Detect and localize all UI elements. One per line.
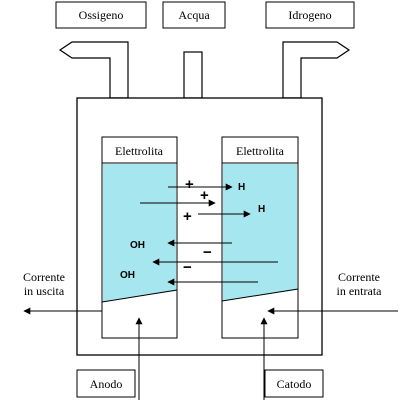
ossigeno-label: Ossigeno — [79, 8, 124, 22]
plus-sign-3: + — [183, 208, 192, 225]
elettrolita-left-label: Elettrolita — [115, 144, 164, 158]
oh-ion-1: OH — [130, 240, 145, 251]
cathode-column: Elettrolita — [221, 136, 299, 339]
electrolyte-left — [103, 164, 176, 302]
oh-ion-2: OH — [120, 270, 135, 281]
oxygen-outlet-arrow — [58, 41, 129, 99]
plus-sign-1: + — [185, 176, 194, 193]
catodo-label: Catodo — [277, 377, 312, 391]
anode-column: Elettrolita — [101, 136, 178, 339]
catodo-label-box: Catodo — [264, 369, 324, 398]
h-ion-2: H — [258, 204, 265, 215]
corrente-entrata-label-2: in entrata — [337, 284, 383, 298]
electrolyte-right — [223, 164, 297, 301]
corrente-uscita-label-2: in uscita — [24, 284, 65, 298]
anodo-label-box: Anodo — [76, 369, 136, 398]
minus-sign-1: − — [203, 244, 212, 261]
ossigeno-label-box: Ossigeno — [55, 1, 147, 29]
water-inlet-pipe — [183, 51, 203, 99]
idrogeno-label-box: Idrogeno — [265, 1, 355, 29]
idrogeno-label: Idrogeno — [288, 8, 331, 22]
elettrolita-right-label: Elettrolita — [236, 144, 285, 158]
h-ion-1: H — [238, 182, 245, 193]
corrente-uscita-label-1: Corrente — [23, 270, 65, 284]
acqua-label: Acqua — [178, 8, 210, 22]
corrente-entrata-label-1: Corrente — [338, 270, 380, 284]
anodo-label: Anodo — [90, 377, 123, 391]
acqua-label-box: Acqua — [162, 1, 226, 29]
hydrogen-inlet-arrow — [282, 41, 351, 99]
plus-sign-2: + — [200, 187, 209, 204]
minus-sign-2: − — [183, 259, 192, 276]
